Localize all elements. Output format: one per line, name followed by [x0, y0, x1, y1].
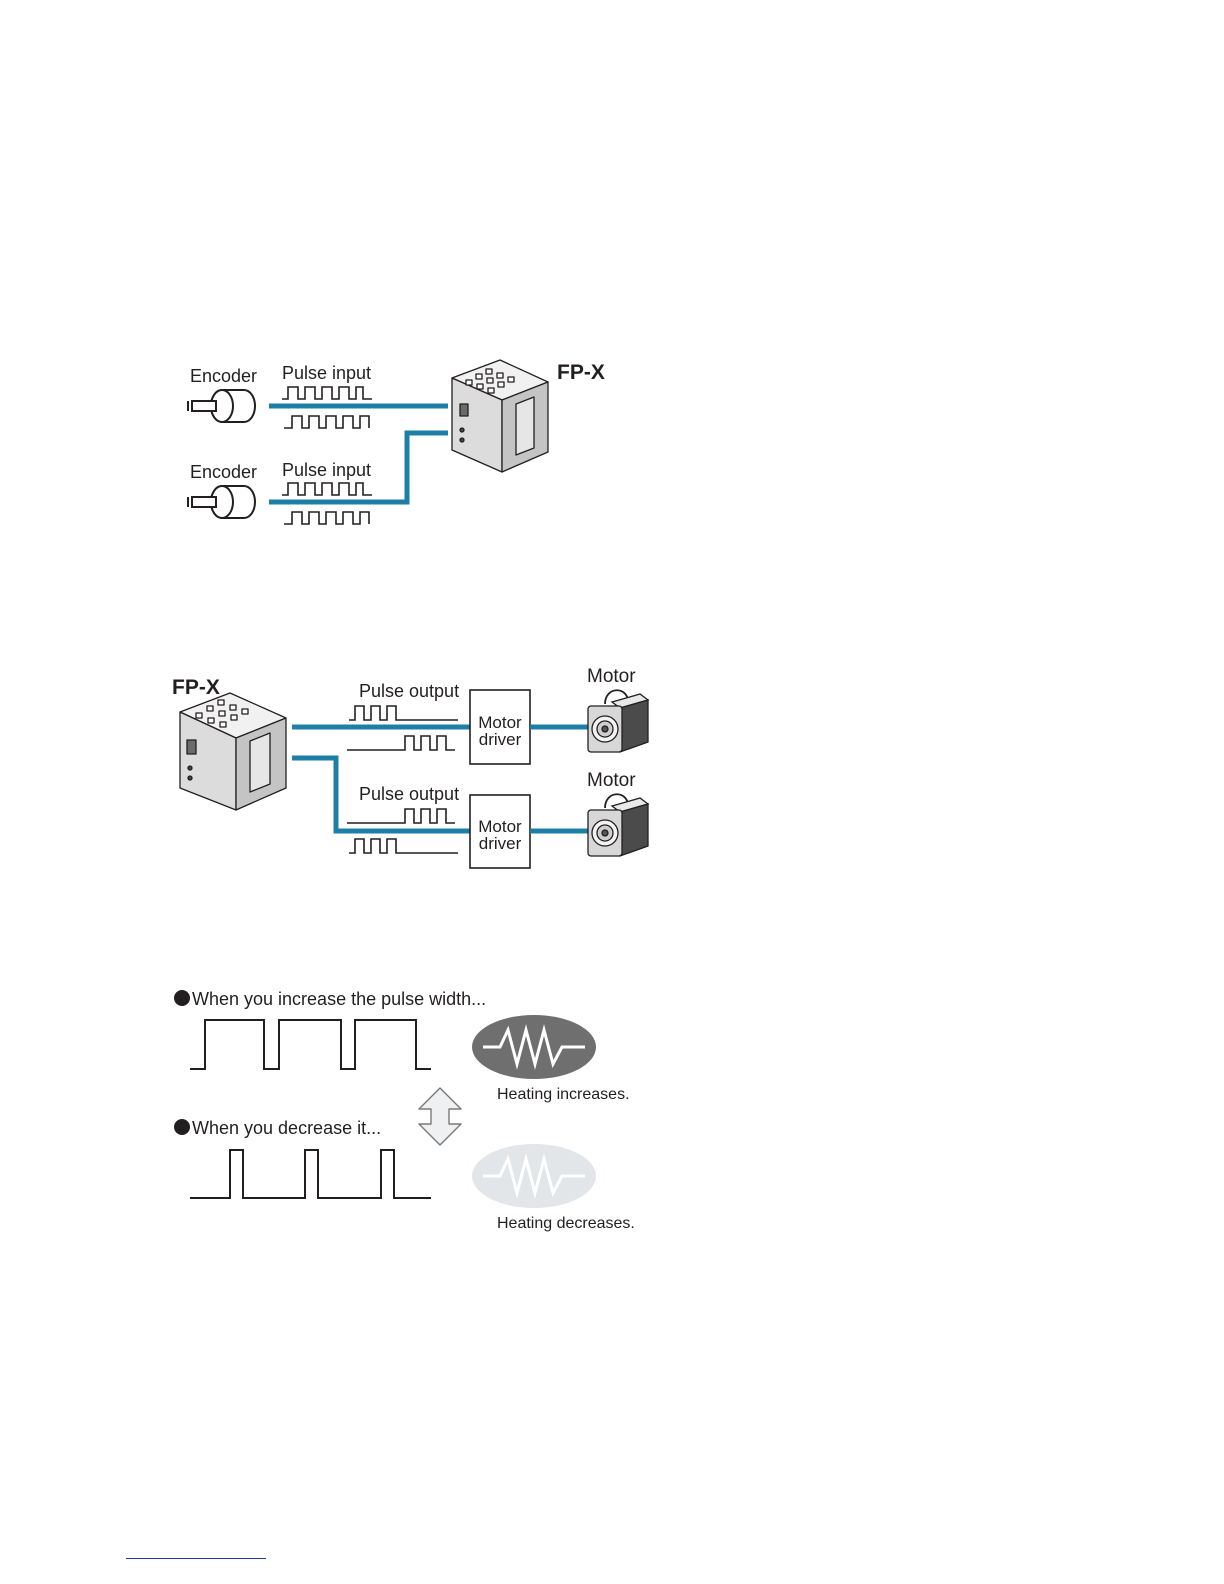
pulse-waveform: [284, 416, 369, 428]
bullet-icon: [174, 1119, 190, 1135]
heater-icon-high: [472, 1015, 596, 1079]
double-arrow-icon: [419, 1088, 461, 1145]
pulse-waveform: [349, 839, 458, 853]
pulse-waveform: [349, 706, 458, 720]
pulse-waveform: [282, 387, 372, 399]
pulse-waveform: [282, 483, 372, 495]
heater-icon-low: [472, 1144, 596, 1208]
increase-heading: When you increase the pulse width...: [192, 989, 486, 1009]
pulse-output-label: Pulse output: [359, 681, 459, 701]
plc-unit-icon: [452, 360, 548, 472]
pulse-output-label: Pulse output: [359, 784, 459, 804]
footnote-rule: [126, 1558, 266, 1559]
motor-icon: [588, 690, 648, 752]
heating-decreases-label: Heating decreases.: [497, 1215, 635, 1232]
motor-driver-label: driver: [479, 834, 522, 853]
pulse-output-diagram: FP-X Pulse output Motor driver Motor Pul…: [172, 666, 648, 868]
pulse-waveform: [347, 809, 455, 823]
heating-increases-label: Heating increases.: [497, 1086, 630, 1103]
plc-unit-icon: [180, 693, 286, 810]
wide-pulse-waveform: [190, 1020, 431, 1069]
plc-label: FP-X: [557, 361, 605, 384]
pulse-waveform: [284, 512, 369, 524]
motor-icon: [588, 794, 648, 856]
decrease-heading: When you decrease it...: [192, 1118, 381, 1138]
pulse-waveform: [347, 736, 455, 750]
pulse-input-label: Pulse input: [282, 460, 371, 480]
encoder-label: Encoder: [190, 462, 257, 482]
motor-label: Motor: [587, 770, 636, 791]
bullet-icon: [174, 990, 190, 1006]
pulse-input-label: Pulse input: [282, 363, 371, 383]
motor-label: Motor: [587, 666, 636, 687]
pwm-heating-diagram: When you increase the pulse width... Hea…: [174, 989, 635, 1232]
pulse-input-diagram: Encoder Pulse input Encoder Pulse input: [188, 360, 605, 524]
encoder-icon: [188, 486, 255, 518]
encoder-icon: [188, 390, 255, 422]
encoder-label: Encoder: [190, 366, 257, 386]
plc-label: FP-X: [172, 676, 220, 699]
motor-driver-label: driver: [479, 730, 522, 749]
narrow-pulse-waveform: [190, 1150, 431, 1198]
